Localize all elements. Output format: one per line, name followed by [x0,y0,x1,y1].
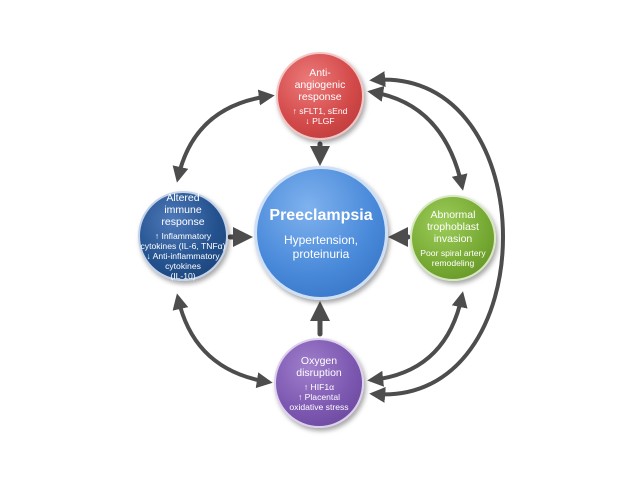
node-preeclampsia: Preeclampsia Hypertension,proteinuria [254,166,388,300]
arrow-right-bottom [367,291,468,387]
node-center-detail: Hypertension,proteinuria [283,232,359,261]
arrow-left-bottom [172,293,273,389]
arrow-top-left [172,89,275,183]
node-center-title: Preeclampsia [269,206,373,224]
node-top-detail: ↑ sFLT1, sEnd↓ PLGF [292,105,348,126]
arrow-top-right [367,85,468,191]
arrow-outer-loop [369,71,505,403]
